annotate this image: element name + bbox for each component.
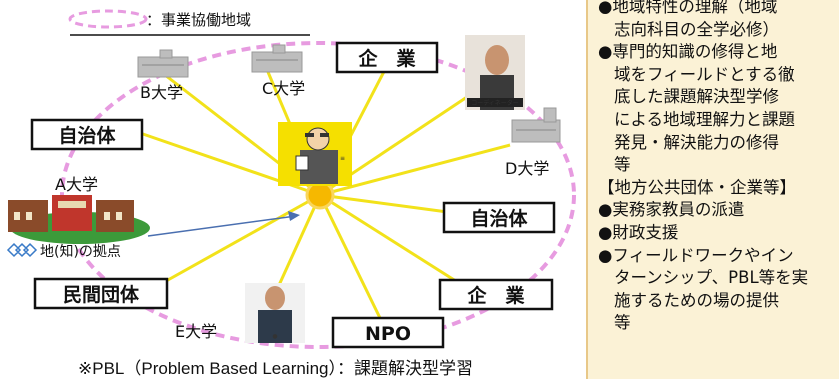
- company-bottom-box: [438, 278, 554, 311]
- side-line: 底した課題解決型学修: [614, 87, 779, 107]
- npo-label: NPO: [365, 323, 411, 345]
- e-univ-professor-photo: ●: [245, 283, 305, 343]
- coordinator-photo: コーディネーター: [465, 35, 525, 110]
- side-line: 発見・解決能力の修得: [614, 132, 779, 152]
- side-line: 等: [614, 313, 631, 333]
- side-line: 志向科目の全学必修）: [614, 19, 779, 39]
- panel-divider: [586, 0, 588, 379]
- company-top-label: 企 業: [357, 47, 416, 70]
- spoke-d-univ: [319, 143, 511, 197]
- footnote: ※PBL（Problem Based Learning）：課題解決型学習: [78, 359, 473, 378]
- d-univ-label: D大学: [505, 159, 549, 178]
- local-gov-left-box: [30, 118, 144, 151]
- d-univ-building-icon: [511, 107, 561, 143]
- private-org-label: 民間団体: [63, 283, 140, 306]
- side-panel: ●地域特性の理解（地域 志向科目の全学必修） ●専門的知識の修得と地 域をフィー…: [588, 0, 839, 379]
- side-line: 域をフィールドとする徹: [614, 64, 795, 84]
- side-line: ●地域特性の理解（地域: [598, 0, 778, 16]
- private-org-box: [33, 277, 169, 310]
- spoke-npo: [318, 194, 382, 319]
- c-univ-label: C大学: [262, 79, 305, 98]
- coc-logo-text: 地(知)の拠点: [40, 243, 121, 260]
- central-figure-icon: ≡: [278, 122, 352, 186]
- c-univ-building-icon: [251, 44, 303, 73]
- npo-box: [331, 316, 445, 349]
- side-line: ●専門的知識の修得と地: [598, 42, 778, 62]
- local-gov-left-label: 自治体: [58, 124, 116, 147]
- coordinator-caption: コーディネーター: [471, 99, 519, 107]
- arrow-a-univ: [147, 215, 297, 237]
- e-univ-label: E大学: [175, 322, 217, 341]
- arrow-head-icon: [288, 211, 300, 221]
- company-bottom-label: 企 業: [466, 284, 525, 307]
- spoke-private-org: [149, 193, 321, 292]
- local-gov-right-label: 自治体: [470, 207, 528, 230]
- side-line: ●フィールドワークやイン: [598, 245, 794, 265]
- svg-text:●: ●: [272, 333, 277, 340]
- legend-label: ：事業協働地域: [146, 11, 251, 29]
- side-line: 等: [614, 155, 631, 175]
- side-line: 施するための場の提供: [614, 290, 779, 310]
- side-line: による地域理解力と課題: [614, 109, 796, 129]
- a-univ-campus-icon: [8, 195, 150, 244]
- b-univ-building-icon: [137, 49, 189, 78]
- b-univ-label: B大学: [140, 83, 183, 102]
- side-line: ●実務家教員の派遣: [598, 200, 745, 220]
- side-heading: 【地方公共団体・企業等】: [598, 177, 796, 197]
- side-line: ●財政支援: [598, 222, 679, 242]
- company-top-box: [335, 41, 439, 74]
- coc-logo-icon: [6, 242, 38, 258]
- a-univ-label: A大学: [55, 175, 98, 194]
- legend-dashed-ellipse-icon: [68, 9, 148, 29]
- collaboration-diagram: ：事業協働地域 ≡ 企 業 コーディネーター: [6, 9, 576, 378]
- side-line: ターンシップ、PBL等を実: [614, 268, 809, 288]
- local-gov-right-box: [442, 201, 556, 234]
- svg-text:≡: ≡: [340, 155, 345, 162]
- spoke-company-bottom: [319, 193, 471, 292]
